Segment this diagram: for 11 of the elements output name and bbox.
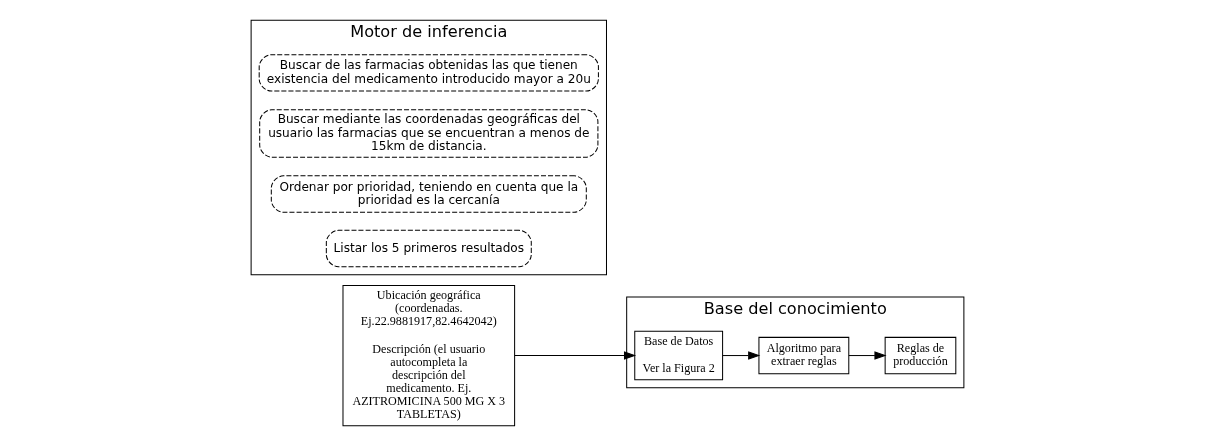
node-box: Ubicación geográfica (coordenadas. Ej.22.9881917,82.4642042) Descripción (el usuario autocompleta la descripción del medicamento. Ej. AZITROMICINA 500 MG X 3 TABLETAS) — [342, 284, 515, 427]
node-box: Listar los 5 primeros resultados — [325, 229, 532, 268]
node-box: Algoritmo para extraer reglas — [757, 336, 849, 375]
arrow — [721, 351, 760, 360]
node-box: Reglas de producción — [884, 336, 956, 375]
node-box: Base de Datos Ver la Figura 2 — [633, 330, 723, 381]
arrow — [847, 351, 887, 360]
node-box: Ordenar por prioridad, teniendo en cuenta que la prioridad es la cercanía — [270, 175, 587, 213]
arrow — [513, 351, 636, 360]
node-box: Buscar mediante las coordenadas geográficas del usuario las farmacias que se encuentran a menos de 15km de distancia. — [258, 109, 598, 158]
node-box: Buscar de las farmacias obtenidas las que tienen existencia del medicamento introducido mayor a 20u — [258, 54, 599, 92]
